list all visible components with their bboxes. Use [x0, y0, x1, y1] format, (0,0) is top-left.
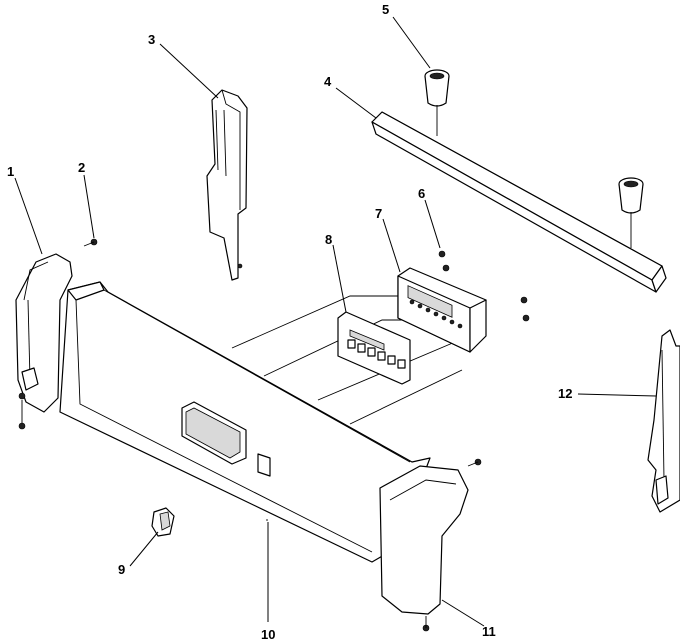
part-6-screws	[438, 250, 530, 322]
part-11-right-end-cap	[379, 458, 482, 632]
callout-3: 3	[148, 32, 155, 47]
part-4-rear-trim-rail	[371, 111, 667, 293]
callout-1: 1	[7, 164, 14, 179]
part-3-side-bracket	[206, 89, 248, 281]
callout-labels: 1 2 3 4 5 6 7 8 9 10 11 12	[7, 2, 572, 642]
callout-11: 11	[482, 624, 496, 639]
callout-2: 2	[78, 160, 85, 175]
callout-7: 7	[375, 206, 382, 221]
callout-8: 8	[325, 232, 332, 247]
part-10-backguard-panel	[59, 281, 431, 563]
part-2-screw	[83, 238, 98, 247]
part-12-rear-bracket	[647, 329, 680, 513]
keypad-keys	[347, 339, 406, 369]
part-5-end-cap-left	[424, 69, 450, 136]
part-1-left-end-cap	[15, 253, 73, 430]
callout-9: 9	[118, 562, 125, 577]
callout-6: 6	[418, 186, 425, 201]
callout-5: 5	[382, 2, 389, 17]
control-buttons-row	[409, 299, 463, 329]
part-9-clip	[151, 507, 175, 537]
part-7-electronic-control	[397, 267, 487, 353]
callout-4: 4	[324, 74, 332, 89]
part-8-overlay-keypad	[337, 311, 411, 385]
leader-lines	[14, 16, 657, 627]
part-5-end-cap-right	[618, 177, 644, 248]
callout-12: 12	[558, 386, 572, 401]
callout-10: 10	[261, 627, 275, 642]
